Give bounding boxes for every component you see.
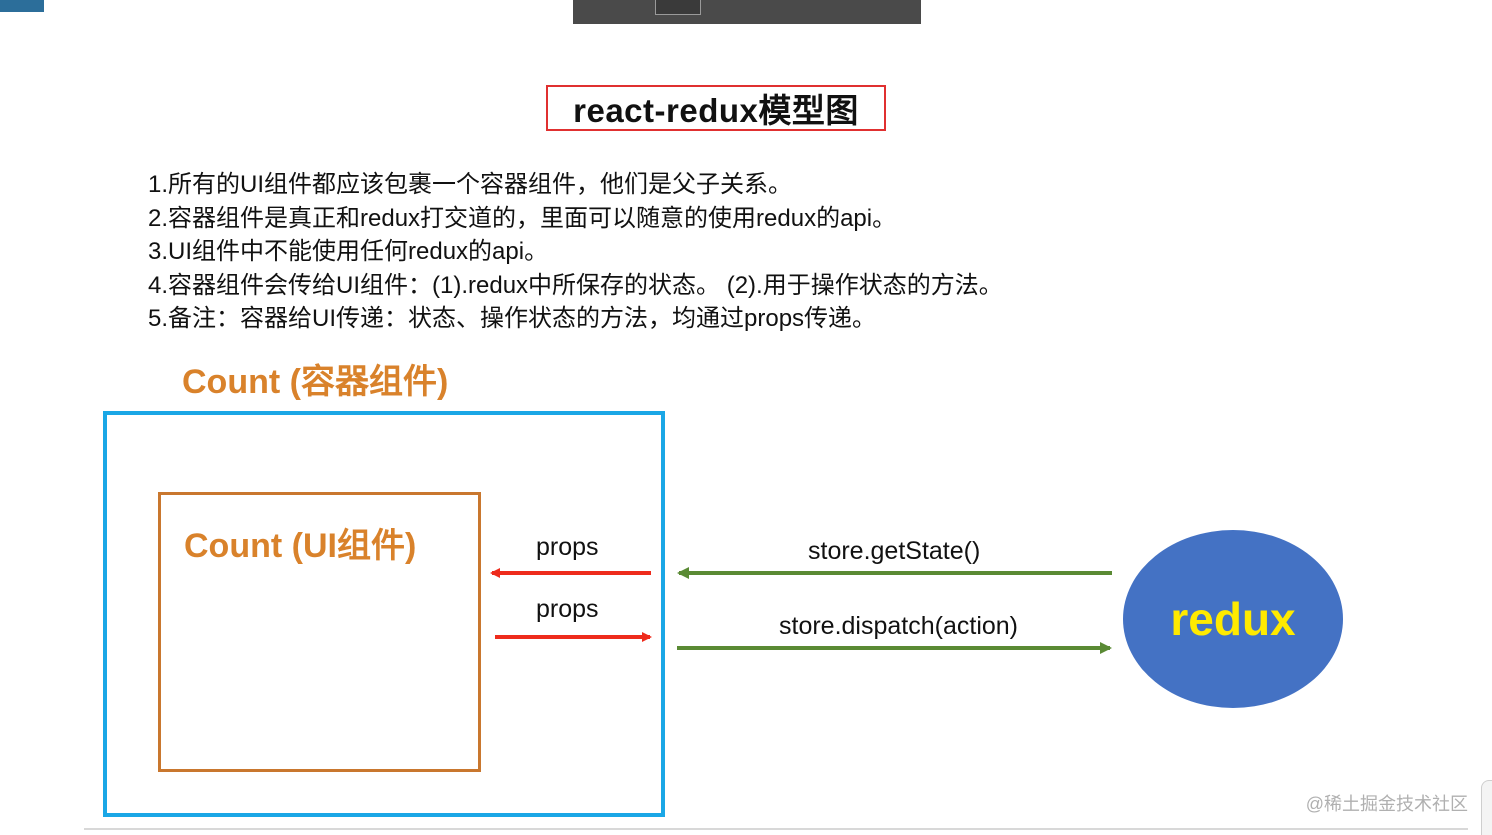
note-item-4: 4.容器组件会传给UI组件：(1).redux中所保存的状态。 (2).用于操作… <box>148 271 1003 299</box>
container-component-box <box>103 411 665 817</box>
note-item-1: 1.所有的UI组件都应该包裹一个容器组件，他们是父子关系。 <box>148 171 793 198</box>
getstate-label: store.getState() <box>808 537 981 565</box>
notes-list: 1.所有的UI组件都应该包裹一个容器组件，他们是父子关系。 2.容器组件是真正和… <box>148 168 1003 336</box>
top-toolbar <box>573 0 921 24</box>
title-box: react-redux模型图 <box>546 85 886 131</box>
corner-tab <box>0 0 44 12</box>
props-label-top: props <box>536 533 599 561</box>
note-item-3: 3.UI组件中不能使用任何redux的api。 <box>148 238 549 265</box>
note-item-2: 2.容器组件是真正和redux打交道的，里面可以随意的使用redux的api。 <box>148 204 897 232</box>
container-component-label: Count (容器组件) <box>182 363 449 401</box>
bottom-divider <box>84 828 1468 830</box>
redux-node: redux <box>1123 530 1343 708</box>
dispatch-label: store.dispatch(action) <box>779 612 1019 640</box>
side-panel-edge <box>1481 780 1492 835</box>
toolbar-box <box>655 0 701 15</box>
watermark: @稀土掘金技术社区 <box>1305 794 1468 814</box>
note-item-5: 5.备注：容器给UI传递：状态、操作状态的方法，均通过props传递。 <box>148 305 877 332</box>
ui-component-label: Count (UI组件) <box>184 527 417 565</box>
props-label-bottom: props <box>536 595 599 623</box>
ui-component-box <box>158 492 481 772</box>
page-title: react-redux模型图 <box>573 92 859 129</box>
redux-label: redux <box>1170 593 1296 645</box>
